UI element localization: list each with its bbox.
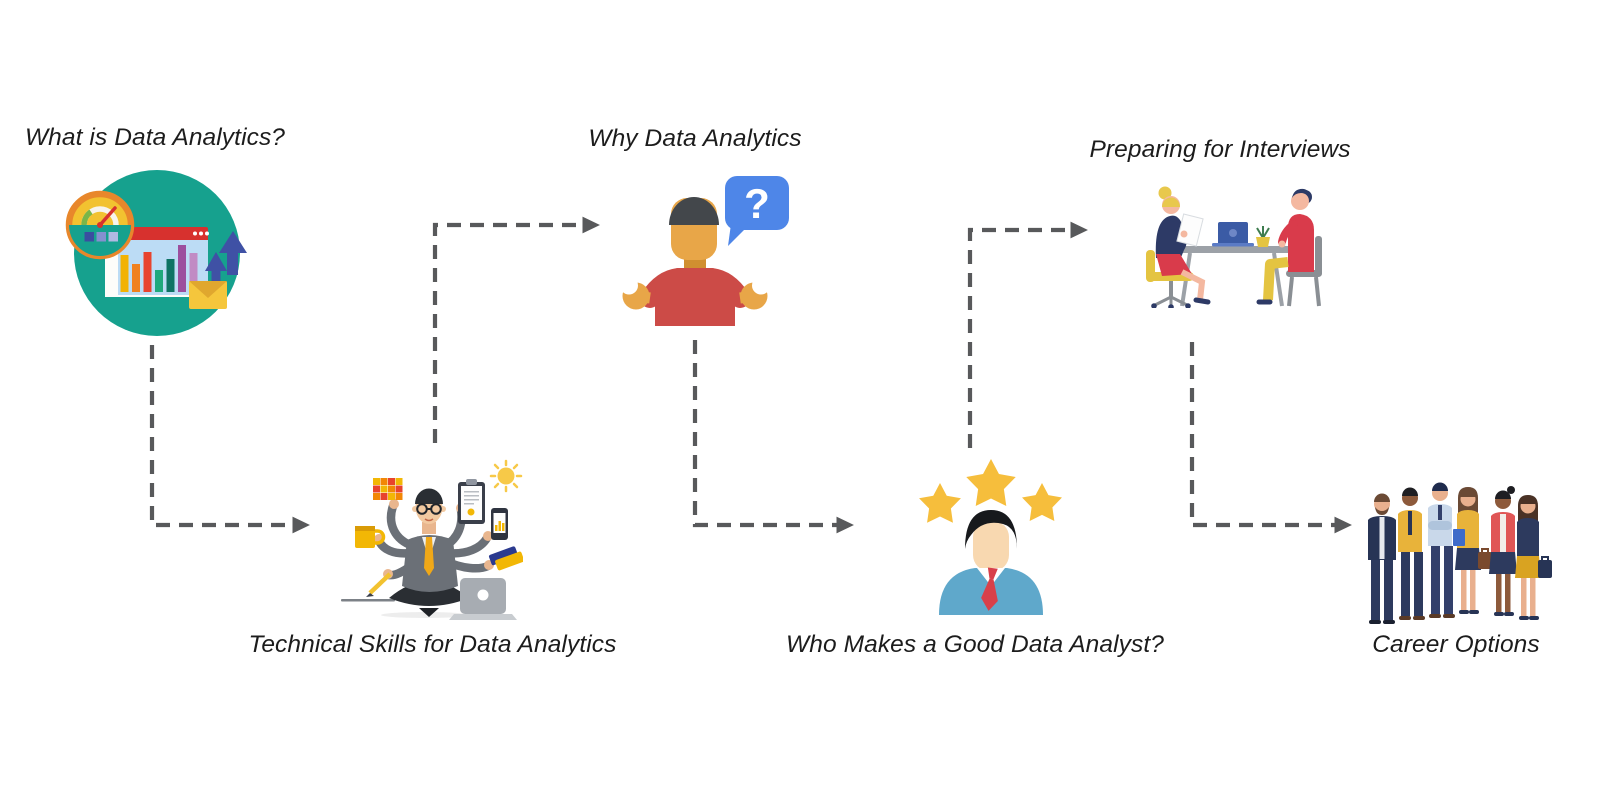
gauge-icon (65, 190, 135, 260)
browser-chart-icon (105, 227, 209, 297)
arrow-5-to-6 (1189, 342, 1352, 534)
label-technical-skills: Technical Skills for Data Analytics (248, 631, 617, 658)
label-preparing-for-interviews: Preparing for Interviews (1089, 136, 1351, 163)
person-1 (1368, 493, 1396, 624)
tie (981, 567, 998, 611)
laptop-icon (1212, 222, 1254, 247)
shrugging-person-illustration: ? (620, 176, 789, 326)
label-career-options: Career Options (1372, 631, 1540, 658)
arrow-3-to-4 (692, 340, 854, 534)
arrow-4-to-5 (967, 221, 1088, 448)
interview-illustration (1146, 186, 1322, 308)
arrow-2-to-3 (432, 216, 600, 443)
person-5 (1489, 486, 1517, 616)
laptop-icon (449, 578, 517, 620)
plant-icon (1256, 226, 1270, 247)
heatmap-icon (373, 478, 403, 500)
tie (424, 537, 434, 576)
credit-cards-icon (488, 546, 523, 571)
speech-bubble: ? (725, 176, 789, 246)
arrow-1-to-2 (149, 345, 310, 534)
career-group-illustration (1368, 482, 1552, 624)
multitasking-analyst-illustration (341, 459, 523, 620)
label-who-makes-good-analyst: Who Makes a Good Data Analyst? (786, 631, 1164, 658)
envelope-icon (189, 281, 227, 309)
ground-line (341, 599, 395, 602)
label-what-is-data-analytics: What is Data Analytics? (24, 124, 286, 151)
interviewer (1146, 186, 1211, 308)
mug-icon (355, 526, 386, 548)
person-6 (1515, 495, 1552, 620)
person-2 (1398, 487, 1425, 620)
clipboard-icon (458, 479, 485, 524)
pencil-icon (366, 572, 392, 597)
head (412, 488, 446, 534)
growth-arrows-icon (205, 231, 247, 288)
label-why-data-analytics: Why Data Analytics (588, 125, 802, 152)
person (620, 197, 770, 326)
analyst-avatar (939, 510, 1043, 615)
candidate (1256, 188, 1322, 307)
phone-icon (491, 508, 508, 540)
person-3 (1428, 482, 1455, 618)
sun-icon (489, 459, 523, 493)
analytics-dashboard-illustration (65, 170, 247, 336)
person-4 (1453, 487, 1492, 614)
star-analyst-illustration (919, 459, 1062, 615)
question-mark: ? (744, 180, 770, 227)
